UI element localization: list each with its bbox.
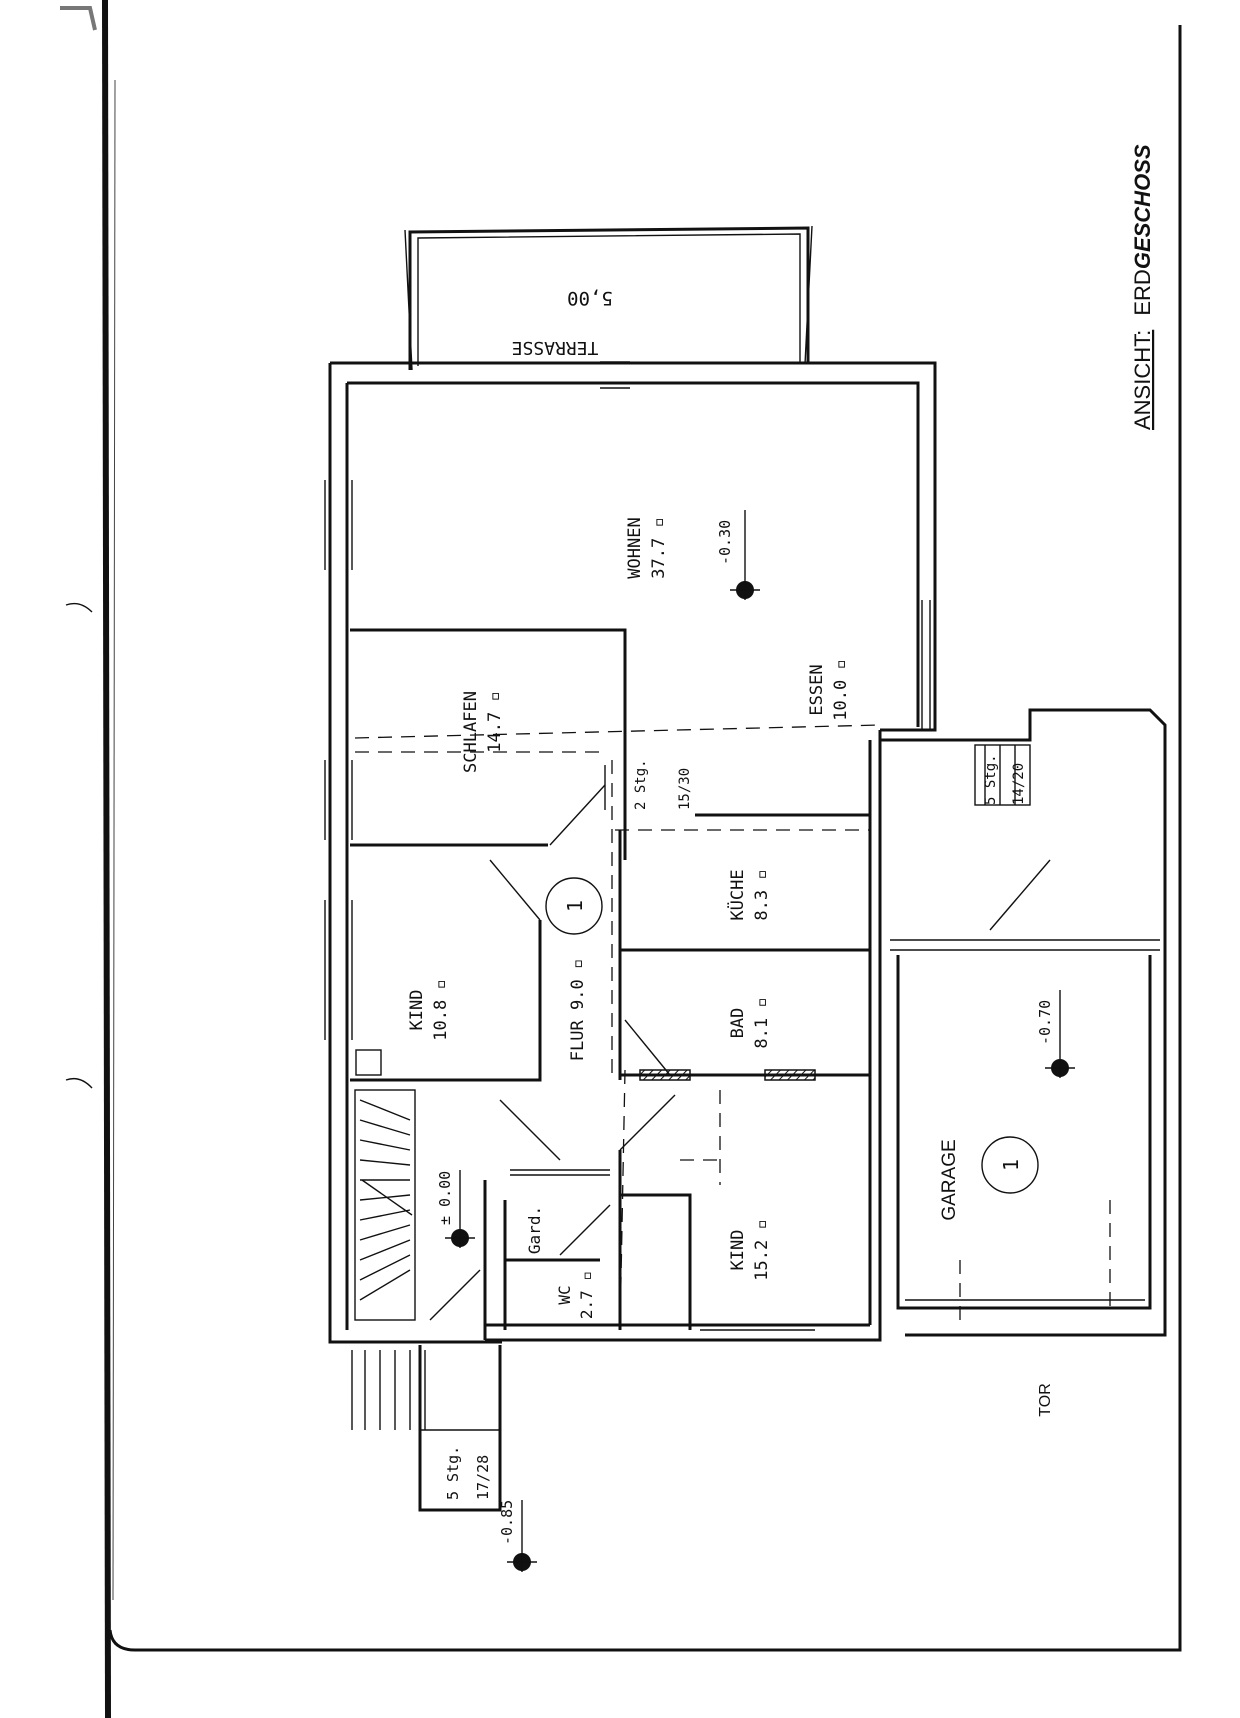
svg-text:17/28: 17/28 <box>474 1455 492 1500</box>
svg-text:14.7 ▫: 14.7 ▫ <box>485 691 505 752</box>
sheet-title: ANSICHT: ERDGESCHOSS <box>1130 144 1155 430</box>
terrace-dimension: 5,00 <box>567 287 613 309</box>
stair-flur-label: 2 Stg. 15/30 <box>633 759 693 810</box>
svg-text:15.2 ▫: 15.2 ▫ <box>752 1219 772 1280</box>
interior-walls <box>350 628 870 1340</box>
svg-text:8.3 ▫: 8.3 ▫ <box>752 869 772 920</box>
svg-text:KÜCHE: KÜCHE <box>726 869 748 920</box>
room-kind-1: KIND 10.8 ▫ <box>407 979 451 1040</box>
svg-text:WC: WC <box>555 1285 574 1304</box>
room-flur: FLUR 9.0 ▫ <box>568 959 588 1061</box>
terrace <box>404 225 813 371</box>
level-garage: -0.70 <box>1036 990 1075 1078</box>
svg-text:1: 1 <box>999 1159 1023 1171</box>
svg-text:1: 1 <box>563 900 587 912</box>
svg-text:TERRASSE: TERRASSE <box>512 337 599 358</box>
svg-text:2.7 ▫: 2.7 ▫ <box>577 1271 596 1319</box>
room-schlafen: SCHLAFEN 14.7 ▫ <box>461 691 505 773</box>
svg-text:SCHLAFEN: SCHLAFEN <box>461 691 481 773</box>
svg-text:BAD: BAD <box>728 1008 748 1039</box>
stair-garden-label: 5 Stg. 14/20 <box>983 754 1027 805</box>
level-wohnen: -0.30 <box>716 510 760 600</box>
stair-entry-label: 5 Stg. 17/28 <box>444 1446 492 1500</box>
svg-text:± 0.00: ± 0.00 <box>436 1171 454 1225</box>
room-essen: ESSEN 10.0 ▫ <box>807 659 851 720</box>
room-bad: BAD 8.1 ▫ <box>728 997 772 1048</box>
door-swings <box>429 784 1051 1321</box>
room-garage: GARAGE <box>939 1139 960 1220</box>
svg-text:TOR: TOR <box>1037 1383 1054 1416</box>
sheet-frame <box>108 25 1182 1652</box>
level-outside: -0.85 <box>498 1500 537 1572</box>
room-wohnen: WOHNEN 37.7 ▫ <box>625 517 669 578</box>
room-wc: WC 2.7 ▫ <box>555 1271 596 1319</box>
svg-text:37.7 ▫: 37.7 ▫ <box>649 517 669 578</box>
svg-text:5,00: 5,00 <box>567 287 613 309</box>
svg-text:KIND: KIND <box>407 990 427 1031</box>
binding-edge <box>102 0 111 1718</box>
svg-text:5 Stg.: 5 Stg. <box>983 754 999 805</box>
svg-text:10.8 ▫: 10.8 ▫ <box>431 979 451 1040</box>
window-marks <box>324 361 931 1331</box>
svg-text:8.1 ▫: 8.1 ▫ <box>752 997 772 1048</box>
entrance-steps <box>351 1345 502 1512</box>
svg-text:ANSICHT: ERDGESCHOSS: ANSICHT: ERDGESCHOSS <box>1130 144 1155 430</box>
svg-text:GARAGE: GARAGE <box>939 1139 960 1220</box>
terrace-label: TERRASSE <box>512 337 599 358</box>
svg-text:WOHNEN: WOHNEN <box>625 517 645 578</box>
svg-text:-0.70: -0.70 <box>1036 1000 1054 1045</box>
garage-block <box>880 708 1167 1337</box>
svg-text:ESSEN: ESSEN <box>807 664 827 715</box>
exterior-walls <box>328 361 937 1344</box>
svg-text:2 Stg.: 2 Stg. <box>633 759 649 810</box>
room-kind-2: KIND 15.2 ▫ <box>728 1219 772 1280</box>
garage-circle-marker: 1 <box>981 1136 1039 1194</box>
room-kueche: KÜCHE 8.3 ▫ <box>726 869 772 920</box>
dashed-lines <box>354 724 1111 1331</box>
svg-text:14/20: 14/20 <box>1011 763 1027 805</box>
flur-circle-marker: 1 <box>545 877 603 935</box>
main-staircase <box>354 1049 416 1321</box>
svg-text:10.0 ▫: 10.0 ▫ <box>831 659 851 720</box>
svg-text:15/30: 15/30 <box>677 768 693 810</box>
svg-text:KIND: KIND <box>728 1230 748 1271</box>
svg-text:-0.30: -0.30 <box>716 520 734 565</box>
room-gard: Gard. <box>525 1206 544 1254</box>
svg-text:-0.85: -0.85 <box>498 1500 516 1545</box>
tor-label: TOR <box>1037 1383 1054 1416</box>
svg-text:Gard.: Gard. <box>525 1206 544 1254</box>
svg-text:5 Stg.: 5 Stg. <box>444 1446 462 1500</box>
level-entrance: ± 0.00 <box>436 1170 475 1248</box>
svg-text:FLUR 9.0 ▫: FLUR 9.0 ▫ <box>568 959 588 1061</box>
